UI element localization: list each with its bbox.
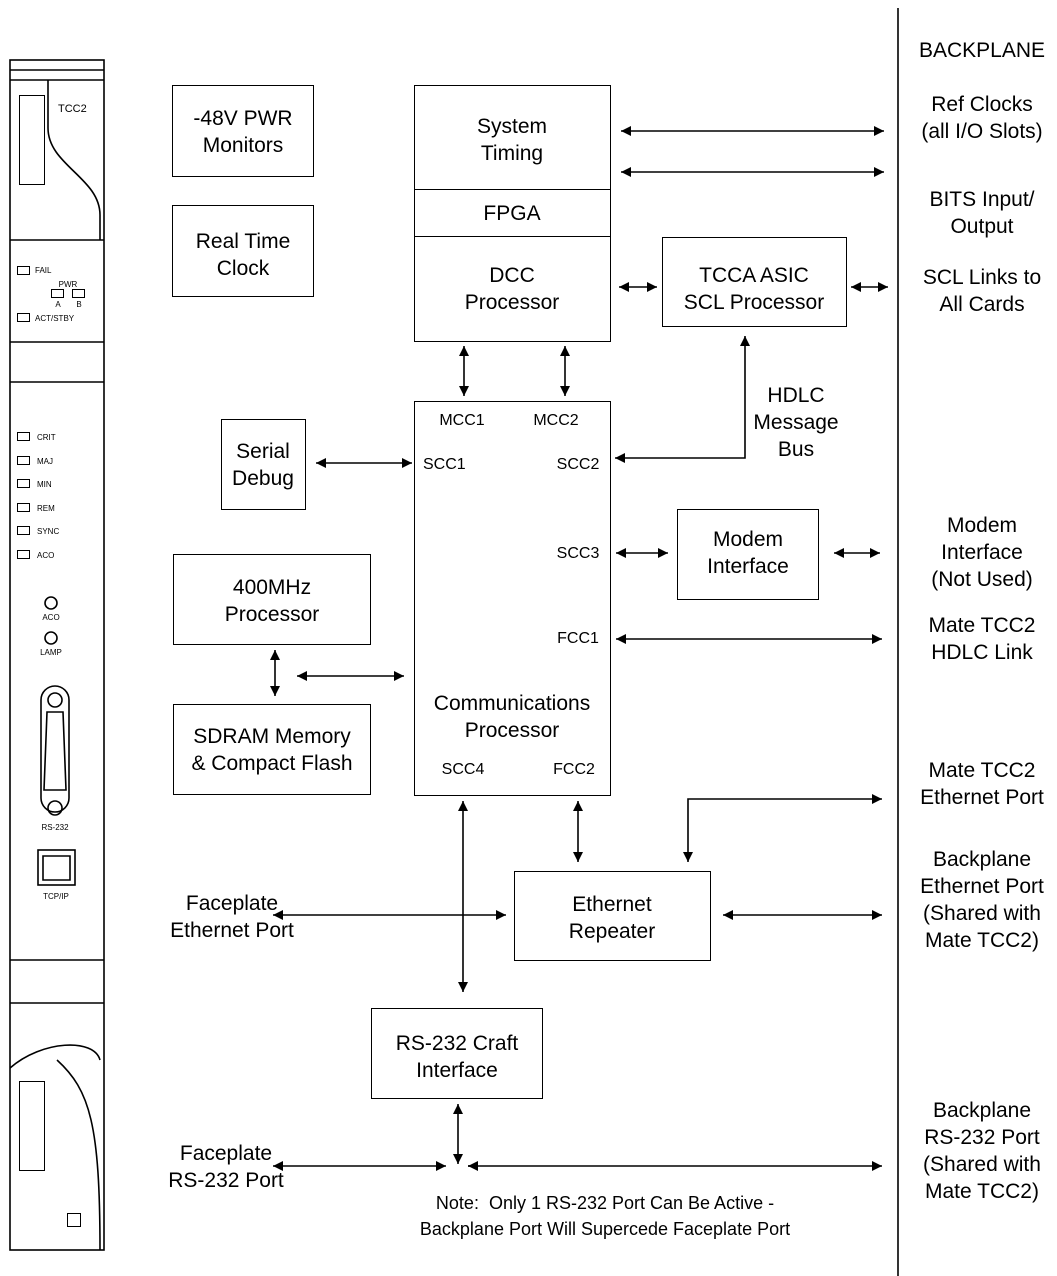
sdram-block [173,704,371,795]
fpga-label: FPGA [483,202,541,225]
tcca-asic-label: TCCA ASIC SCL Processor [683,264,825,314]
tcca-asic-block [662,237,847,327]
scc1-port-label: SCC1 [423,456,466,473]
maj-led-label: MAJ [37,457,53,466]
hdlc-bus-label: HDLC Message Bus [753,384,839,461]
pwr-monitors-block [172,85,314,177]
fpga-divider-top [414,189,611,190]
dcc-processor-label: DCC Processor [464,264,560,314]
system-timing-label: System Timing [476,115,548,165]
act-stby-led-label: ACT/STBY [35,314,75,323]
pwr-b-led [72,289,85,298]
rs232-craft-label: RS-232 Craft Interface [395,1032,519,1082]
maj-led [17,456,30,465]
sync-led [17,526,30,535]
scc2-port-label: SCC2 [556,456,600,473]
ref-clocks-label: Ref Clocks (all I/O Slots) [921,93,1043,143]
serial-debug-block [221,419,306,510]
faceplate-bottom-slot [19,1081,45,1171]
backplane-title: BACKPLANE [918,39,1046,62]
pwr-b-label: B [76,300,82,309]
backplane-ethernet-label: Backplane Ethernet Port (Shared with Mat… [920,848,1044,952]
scl-links-label: SCL Links to All Cards [922,266,1042,316]
pwr-led-label: PWR [58,280,78,289]
bits-label: BITS Input/ Output [929,188,1035,238]
fail-led-label: FAIL [35,266,52,275]
serial-debug-label: Serial Debug [232,440,294,490]
pwr-monitors-label: -48V PWR Monitors [193,107,293,157]
modem-interface-backplane-label: Modem Interface (Not Used) [931,514,1033,591]
mate-ethernet-label: Mate TCC2 Ethernet Port [920,759,1044,809]
crit-led-label: CRIT [37,433,56,442]
card-name-label: TCC2 [58,103,87,115]
act-stby-led [17,313,30,322]
sync-led-label: SYNC [37,527,60,536]
aco-led [17,550,30,559]
backplane-rs232-label: Backplane RS-232 Port (Shared with Mate … [923,1099,1041,1203]
min-led-label: MIN [37,480,52,489]
faceplate-card-slot [19,95,45,185]
pwr-a-led [51,289,64,298]
rs232-connector-label: RS-232 [41,823,69,832]
faceplate-bottom-square [67,1213,81,1227]
aco-led-label: ACO [37,551,55,560]
rtc-block [172,205,314,297]
crit-led [17,432,30,441]
cpu-400mhz-block [173,554,371,645]
mcc1-port-label: MCC1 [439,412,485,429]
min-led [17,479,30,488]
fpga-divider-bottom [414,236,611,237]
fcc1-port-label: FCC1 [557,630,599,647]
fcc2-port-label: FCC2 [553,761,595,778]
cpu-400mhz-label: 400MHz Processor [224,576,320,626]
pwr-a-label: A [55,300,61,309]
faceplate-rs232-label: Faceplate RS-232 Port [168,1142,284,1192]
fail-led [17,266,30,275]
rs232-craft-block [371,1008,543,1099]
mcc2-port-label: MCC2 [533,412,579,429]
timing-fpga-dcc-block [414,85,611,342]
communications-processor-label: Communications Processor [433,692,591,742]
tcpip-connector-label: TCP/IP [43,892,69,901]
sdram-label: SDRAM Memory & Compact Flash [191,725,353,775]
modem-interface-label: Modem Interface [707,528,789,578]
aco-button-label: ACO [42,613,60,622]
scc4-port-label: SCC4 [441,761,485,778]
rem-led [17,503,30,512]
ethernet-repeater-block [514,871,711,961]
scc3-port-label: SCC3 [556,545,600,562]
mate-hdlc-label: Mate TCC2 HDLC Link [928,614,1036,664]
lamp-button-label: LAMP [40,648,62,657]
rem-led-label: REM [37,504,55,513]
note-text: Note: Only 1 RS-232 Port Can Be Active -… [419,1193,791,1239]
rtc-label: Real Time Clock [195,230,291,280]
faceplate-ethernet-label: Faceplate Ethernet Port [170,892,294,942]
communications-processor-block [414,401,611,796]
ethernet-repeater-label: Ethernet Repeater [568,893,656,943]
modem-interface-block [677,509,819,600]
